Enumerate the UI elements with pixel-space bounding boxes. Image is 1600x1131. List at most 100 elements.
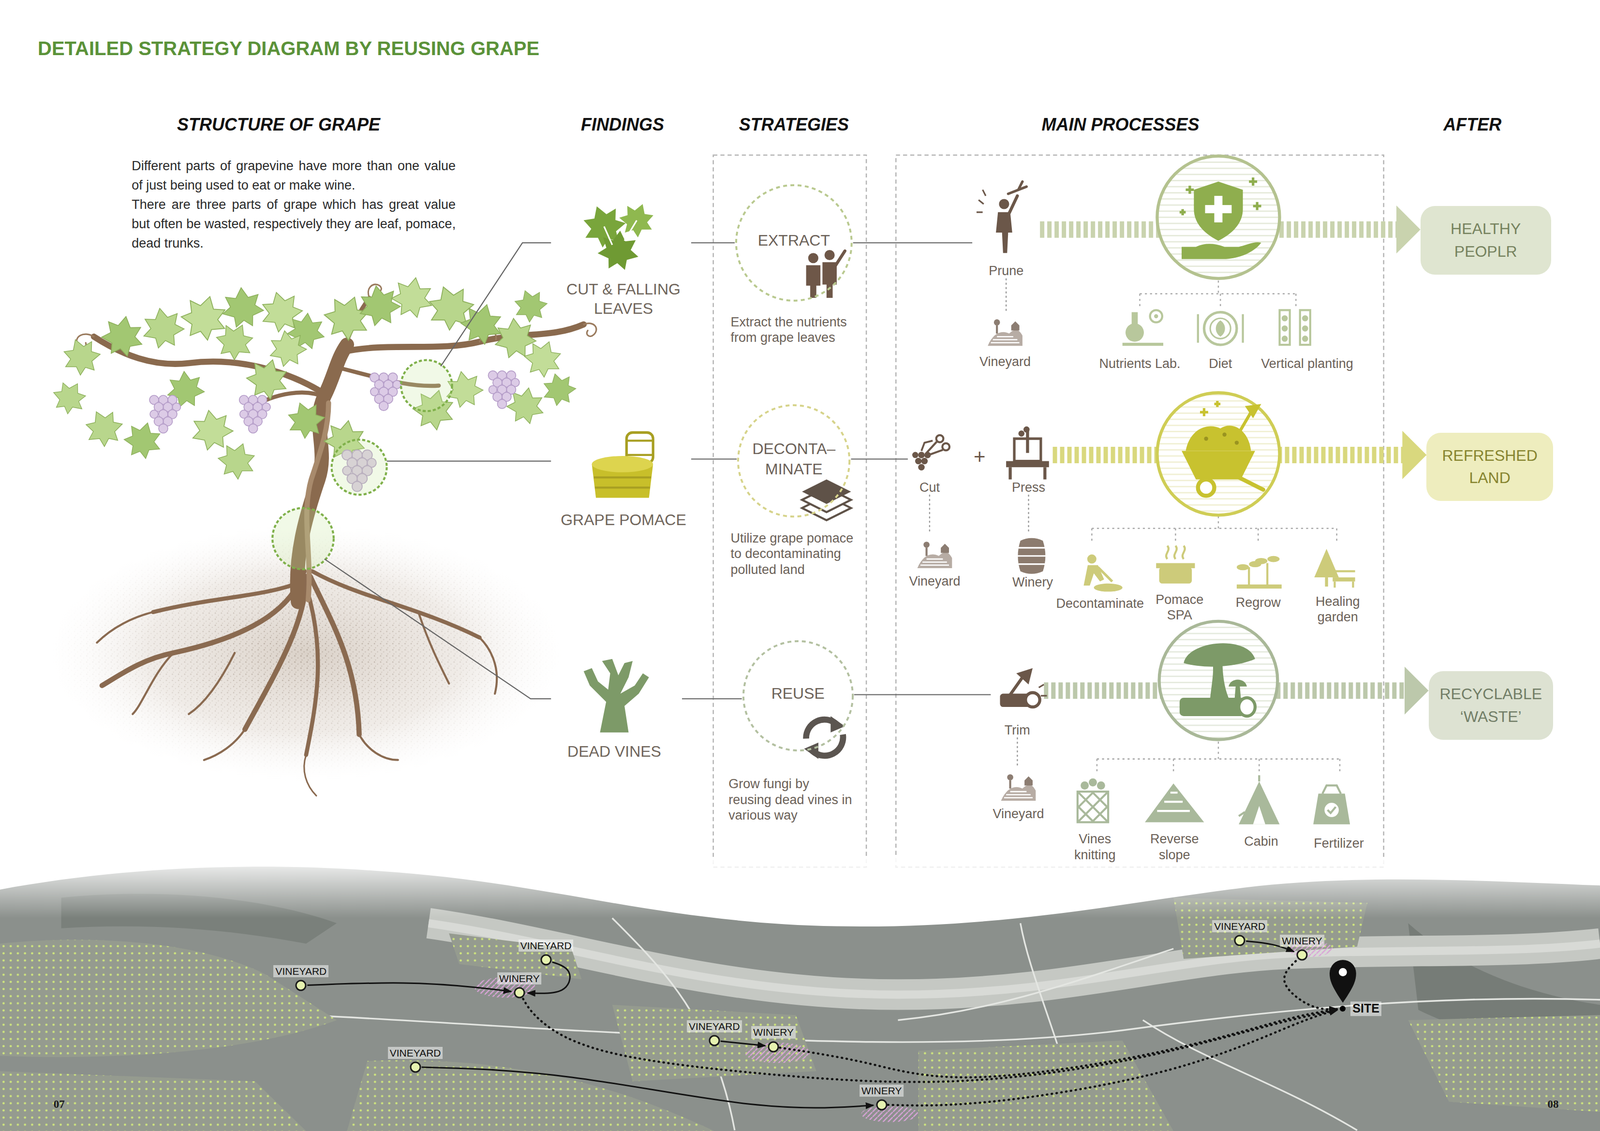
process-icon xyxy=(918,451,925,459)
process-icon xyxy=(1025,430,1029,453)
highlight-circle xyxy=(272,508,334,570)
finding-icon xyxy=(593,477,652,488)
sub-process-icon xyxy=(1094,583,1123,593)
strategy-icon xyxy=(808,252,819,264)
sub-process-icon xyxy=(1302,335,1309,342)
sub-process-icon xyxy=(1087,554,1097,564)
outcome-box: HEALTHY PEOPLR xyxy=(1420,206,1552,275)
grapevine-illustration xyxy=(132,652,174,715)
finding-icon xyxy=(592,456,654,473)
map-point: WINERY xyxy=(1295,948,1309,962)
process-circle xyxy=(1183,643,1256,667)
sub-process-label: Decontaminate xyxy=(1049,595,1151,612)
grapevine-illustration xyxy=(355,282,403,328)
map-marker xyxy=(541,955,551,965)
aerial-map xyxy=(0,940,337,1058)
strategy-icon xyxy=(801,479,851,505)
process-circle xyxy=(1181,450,1256,480)
process-label: Winery xyxy=(1003,574,1062,591)
grapevine-illustration xyxy=(306,586,318,756)
process-source: Vineyard xyxy=(900,532,969,590)
connector-line xyxy=(854,694,992,696)
outcome-label: HEALTHY PEOPLR xyxy=(1427,217,1545,263)
finding-label: DEAD VINES xyxy=(546,741,682,762)
sub-process-label: Diet xyxy=(1193,355,1247,372)
grapevine-illustration xyxy=(210,317,259,365)
grapevine-illustration xyxy=(149,395,181,434)
process-icon xyxy=(921,458,929,465)
page-number: 07 xyxy=(44,1097,74,1112)
dashed-circle xyxy=(738,405,850,517)
grapevine-illustration xyxy=(493,316,538,359)
intro-text: There are three parts of grape which has… xyxy=(131,194,456,253)
column-header: STRUCTURE OF GRAPE xyxy=(152,114,405,135)
sub-process-icon xyxy=(1077,791,1109,823)
sub-process-icon xyxy=(1302,325,1309,332)
finding-item: DEAD VINES xyxy=(546,658,682,762)
aerial-map xyxy=(428,923,1600,995)
aerial-map xyxy=(428,923,1600,995)
sub-process-label: Healing garden xyxy=(1311,593,1365,626)
grapevine-illustration xyxy=(220,285,265,328)
sub-process-label: Fertilizer xyxy=(1300,835,1378,852)
process-label: Cut xyxy=(907,479,952,496)
connectors xyxy=(307,229,1409,1109)
aerial-map xyxy=(918,1040,1174,1131)
sub-process-icon xyxy=(1080,781,1089,790)
process-bracket xyxy=(1096,741,1340,772)
sub-process-icon xyxy=(1097,567,1113,582)
process-label: Vineyard xyxy=(971,354,1039,370)
sub-process-icon xyxy=(1077,791,1109,823)
process-bracket xyxy=(1140,280,1297,307)
grapevine-illustration xyxy=(152,581,302,613)
route-arrow xyxy=(307,983,512,993)
map-marker xyxy=(296,980,306,991)
sub-process-icon xyxy=(1281,315,1289,322)
aerial-map xyxy=(0,940,337,1058)
map-marker xyxy=(1297,950,1307,961)
sub-process-icon xyxy=(1077,310,1356,825)
grapevine-illustration xyxy=(282,397,329,443)
map-label: WINERY xyxy=(497,972,542,985)
strategy-description: Grow fungi by reusing dead vines in vari… xyxy=(728,776,854,824)
map-marker xyxy=(875,1098,889,1112)
process-circle xyxy=(1179,177,1262,216)
map-marker xyxy=(709,1036,720,1046)
sub-process-icon xyxy=(1150,310,1163,323)
process-icon xyxy=(976,189,986,212)
map-label: VINEYARD xyxy=(518,939,574,952)
map-label: VINEYARD xyxy=(1212,920,1268,933)
connector-line xyxy=(681,698,742,700)
sub-process-icon xyxy=(1077,791,1109,823)
sub-process-label: Vines knitting xyxy=(1066,831,1125,863)
sub-process-label: Vertical planting xyxy=(1246,355,1368,372)
connector-line xyxy=(850,458,908,460)
process-icon xyxy=(1010,467,1046,480)
aerial-map xyxy=(474,940,1333,1123)
map-label: VINEYARD xyxy=(273,965,329,978)
finding-label: CUT & FALLING LEAVES xyxy=(555,279,692,319)
map-marker xyxy=(767,1040,780,1054)
process-icon xyxy=(1023,426,1030,433)
strategy-title: DECONTA– MINATE xyxy=(745,439,843,480)
map-label: SITE xyxy=(1350,1002,1382,1017)
process-bracket xyxy=(1091,516,1337,542)
aerial-map xyxy=(0,898,1600,1131)
leader-line xyxy=(324,559,551,699)
column-header: MAIN PROCESSES xyxy=(1013,114,1227,135)
process-icon xyxy=(1017,548,1046,565)
map-marker xyxy=(514,988,525,998)
process-circle xyxy=(1198,479,1215,497)
grapevine-illustration xyxy=(509,285,551,326)
process-step: Trim xyxy=(990,663,1044,739)
sub-process-icon xyxy=(1302,315,1309,322)
sub-process-icon xyxy=(1324,577,1328,587)
leader-line xyxy=(386,460,552,462)
process-circle xyxy=(1234,685,1242,698)
map-marker xyxy=(1338,1005,1347,1013)
process-circle xyxy=(1238,697,1256,717)
outcome-box: RECYCLABLE ‘WASTE’ xyxy=(1428,671,1554,740)
sub-process-icon xyxy=(1332,571,1355,588)
aerial-map xyxy=(1407,1015,1600,1112)
process-step: Press xyxy=(1004,426,1053,496)
